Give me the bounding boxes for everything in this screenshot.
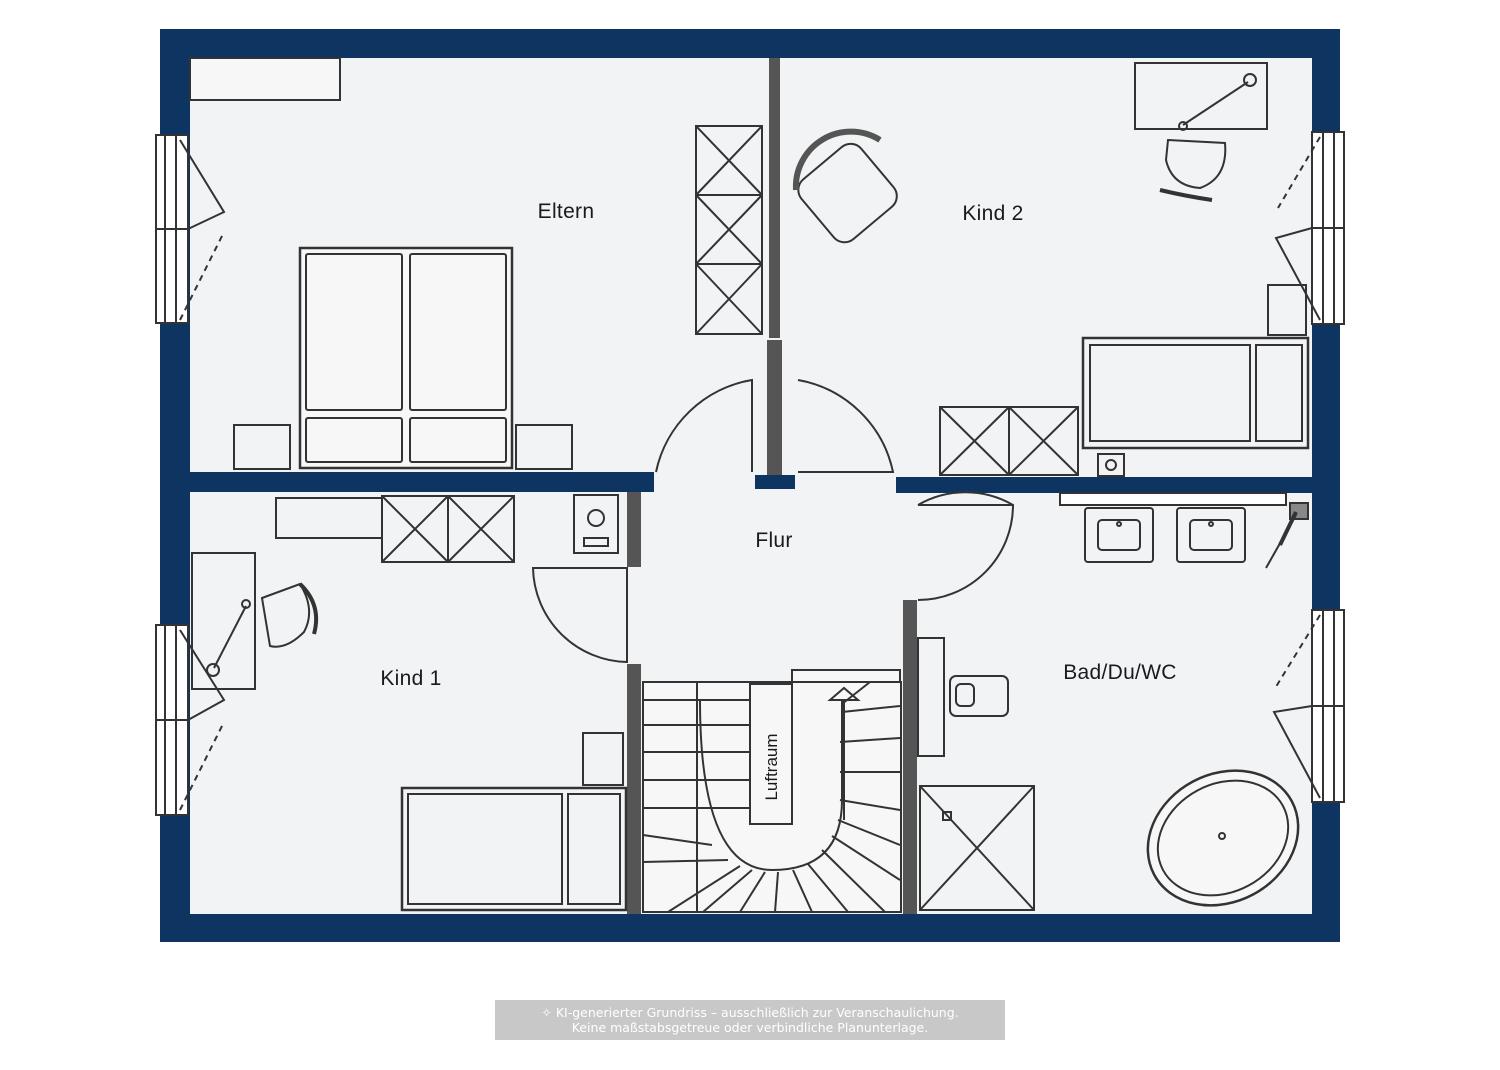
window-kind1 xyxy=(155,624,226,816)
bed-kind1 xyxy=(400,786,628,912)
wall-eltern-kind1 xyxy=(190,472,654,492)
desk-lamp-kind2 xyxy=(1178,73,1257,131)
wardrobe-eltern xyxy=(695,125,763,335)
nightstand-kind1 xyxy=(582,732,624,786)
bed-kind2 xyxy=(1081,336,1310,450)
nightstand-right xyxy=(515,424,573,470)
wall-kind1-stair xyxy=(627,664,641,914)
toilet xyxy=(949,675,1009,717)
sink-left xyxy=(1084,507,1154,563)
window-eltern xyxy=(155,134,226,324)
wall-stub-flur-end xyxy=(755,475,795,489)
nightstand-kind2 xyxy=(1267,284,1307,336)
sparkle-icon: ✧ xyxy=(541,1005,552,1020)
lowboard-kind1 xyxy=(381,495,515,563)
lowboard-kind2 xyxy=(939,406,1079,476)
room-label-luftraum: Luftraum xyxy=(762,733,781,801)
dresser-eltern xyxy=(189,57,341,101)
disclaimer-line-1: KI-generierter Grundriss – ausschließlic… xyxy=(555,1005,959,1020)
staircase xyxy=(642,669,902,913)
chair-kind1 xyxy=(260,582,319,648)
wall-kind2-bad xyxy=(896,477,1312,493)
shower-head xyxy=(1265,502,1309,569)
room-label-kind1: Kind 1 xyxy=(380,667,442,690)
window-bad xyxy=(1272,609,1345,803)
toilet-cistern xyxy=(917,637,945,757)
wall-stub-flur xyxy=(767,340,782,475)
shaft-box xyxy=(573,494,619,554)
double-bed xyxy=(298,246,514,470)
outlet-kind2 xyxy=(1097,453,1125,477)
vanity-shelf xyxy=(1059,492,1287,506)
door-eltern xyxy=(655,378,753,473)
bathtub xyxy=(1146,769,1300,907)
door-bad xyxy=(917,491,1015,601)
wall-eltern-kind2 xyxy=(769,58,780,338)
room-label-kind2: Kind 2 xyxy=(962,202,1024,225)
door-kind1 xyxy=(531,567,628,664)
chair-kind2 xyxy=(1159,138,1227,202)
nightstand-left xyxy=(233,424,291,470)
disclaimer-line-2: Keine maßstabsgetreue oder verbindliche … xyxy=(571,1020,929,1035)
door-kind2 xyxy=(797,379,895,473)
desk-kind1 xyxy=(191,552,256,690)
wall-stair-bad xyxy=(903,600,917,914)
wall-kind1-flur-top xyxy=(627,492,641,567)
armchair xyxy=(792,128,898,244)
room-label-bad: Bad/Du/WC xyxy=(1063,661,1177,684)
window-kind2 xyxy=(1274,131,1345,325)
disclaimer-banner: ✧KI-generierter Grundriss – ausschließli… xyxy=(495,1000,1005,1040)
room-label-flur: Flur xyxy=(755,529,793,552)
desk-lamp-kind1 xyxy=(206,599,251,677)
sink-right xyxy=(1176,507,1246,563)
desk-kind2 xyxy=(1134,62,1268,130)
shower-tray xyxy=(919,785,1035,911)
room-label-eltern: Eltern xyxy=(537,200,595,223)
